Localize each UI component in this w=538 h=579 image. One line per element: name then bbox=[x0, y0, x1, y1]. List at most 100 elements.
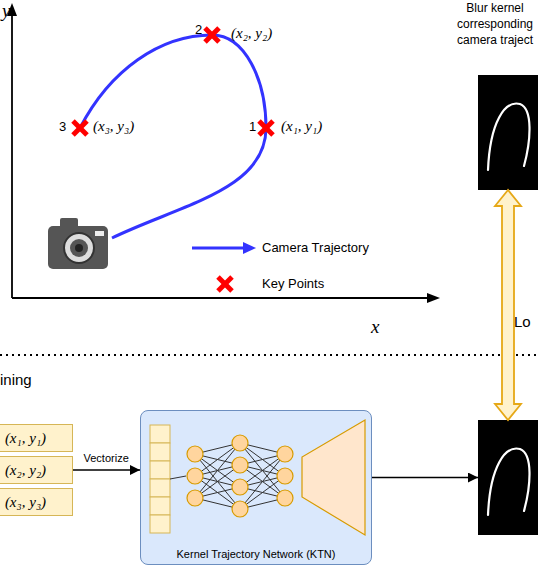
network-link bbox=[240, 454, 285, 509]
neuron bbox=[187, 490, 203, 506]
legend-mark-sample bbox=[218, 277, 232, 291]
neuron bbox=[232, 435, 248, 451]
flow-arrow bbox=[372, 477, 478, 479]
x-axis-head bbox=[427, 293, 440, 303]
neuron bbox=[187, 468, 203, 484]
kernel-curve bbox=[488, 104, 530, 170]
legend-text: Key Points bbox=[262, 276, 324, 291]
network-link bbox=[240, 454, 285, 465]
key-point-mark bbox=[73, 121, 87, 135]
keypoint-cell: (x₂, y₂) bbox=[0, 456, 73, 484]
camera-lens bbox=[75, 244, 83, 252]
image-heading: Blur kernel corresponding camera traject bbox=[452, 0, 538, 48]
network-link bbox=[195, 465, 240, 476]
network-link bbox=[240, 443, 285, 476]
callout-number: 2 bbox=[195, 22, 202, 37]
y-axis-head bbox=[7, 3, 17, 16]
network-link bbox=[240, 454, 285, 487]
network-links bbox=[170, 443, 285, 509]
network-link bbox=[195, 454, 240, 487]
vector-cell bbox=[150, 461, 170, 479]
network-neurons bbox=[187, 435, 293, 517]
neuron bbox=[277, 446, 293, 462]
network-link bbox=[170, 476, 186, 479]
legend-text: Camera Trajectory bbox=[262, 240, 369, 255]
y-axis bbox=[11, 14, 13, 298]
network-link bbox=[195, 476, 240, 487]
legend-line-sample bbox=[243, 242, 256, 254]
network-title: Kernel Trajectory Network (KTN) bbox=[141, 548, 371, 561]
vector-cell bbox=[150, 479, 170, 497]
section-divider bbox=[0, 354, 538, 356]
keypoint-cell: (x₃, y₃) bbox=[0, 488, 73, 516]
network-link bbox=[195, 443, 240, 498]
network-link bbox=[195, 443, 240, 454]
neuron bbox=[277, 490, 293, 506]
network-link bbox=[195, 476, 240, 509]
vector-cell bbox=[150, 443, 170, 461]
coordinate-label: (x₃, y₃) bbox=[93, 118, 134, 135]
network-link bbox=[195, 487, 240, 498]
x-axis bbox=[12, 297, 428, 299]
network-link bbox=[195, 498, 240, 509]
legend-samples bbox=[192, 242, 256, 291]
key-point-mark bbox=[259, 121, 273, 135]
camera-icon bbox=[48, 218, 108, 269]
coordinate-text: (x₃, y₃) bbox=[5, 494, 46, 511]
section-label: ining bbox=[0, 371, 32, 388]
edge-label: Lo bbox=[514, 313, 531, 330]
edge-label: Vectorize bbox=[84, 452, 129, 464]
camera-trajectory bbox=[80, 35, 266, 238]
camera-lens bbox=[70, 239, 88, 257]
neuron bbox=[232, 479, 248, 495]
key-point-mark bbox=[73, 121, 87, 135]
network-link bbox=[195, 465, 240, 498]
key-point-mark bbox=[205, 28, 219, 42]
network-link bbox=[195, 454, 240, 509]
neuron bbox=[277, 468, 293, 484]
coordinate-label: (x₂, y₂) bbox=[231, 25, 272, 42]
coordinate-label: (x₁, y₁) bbox=[281, 118, 322, 135]
network-box: Kernel Trajectory Network (KTN) bbox=[140, 410, 372, 565]
coordinate-text: (x₂, y₂) bbox=[5, 462, 46, 479]
axes bbox=[7, 3, 440, 303]
vector-cell bbox=[150, 497, 170, 515]
network-link bbox=[195, 454, 240, 465]
neuron bbox=[187, 446, 203, 462]
key-point-mark bbox=[205, 28, 219, 42]
key-point-marks bbox=[73, 28, 273, 135]
network-link bbox=[240, 443, 285, 454]
kernel-image: Blur kernel corresponding camera traject bbox=[478, 75, 538, 190]
vector-cell bbox=[150, 425, 170, 443]
legend-line-sample bbox=[192, 247, 244, 250]
callout-number: 3 bbox=[59, 119, 66, 134]
kernel-image bbox=[478, 420, 538, 535]
network-link bbox=[240, 465, 285, 476]
network-link bbox=[240, 465, 285, 498]
coordinate-text: (x₁, y₁) bbox=[5, 430, 46, 447]
keypoint-cell: (x₁, y₁) bbox=[0, 424, 73, 452]
axis-label: y bbox=[2, 0, 10, 22]
neuron bbox=[232, 457, 248, 473]
network-link bbox=[240, 476, 285, 509]
decoder-trapezoid bbox=[302, 420, 365, 535]
flow-arrow bbox=[73, 469, 140, 471]
key-point-mark bbox=[259, 121, 273, 135]
network-link bbox=[195, 443, 240, 476]
camera-body bbox=[48, 226, 108, 269]
kernel-curve bbox=[488, 449, 530, 515]
camera-flash bbox=[95, 231, 104, 236]
vector-column bbox=[150, 425, 170, 533]
neuron bbox=[232, 501, 248, 517]
network-link bbox=[240, 487, 285, 498]
legend-mark-sample bbox=[218, 277, 232, 291]
camera-lens bbox=[64, 233, 94, 263]
network-link bbox=[240, 443, 285, 498]
vector-cell bbox=[150, 515, 170, 533]
kernel-curves bbox=[488, 104, 530, 515]
network-link bbox=[240, 498, 285, 509]
callout-number: 1 bbox=[249, 119, 256, 134]
network-link bbox=[240, 476, 285, 487]
